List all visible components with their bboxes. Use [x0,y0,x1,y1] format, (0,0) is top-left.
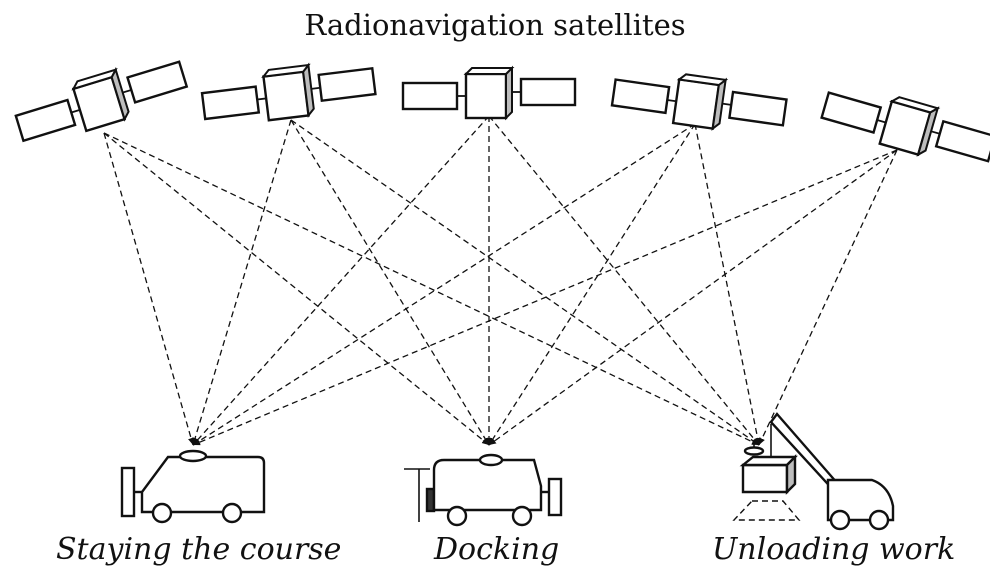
wheel [868,509,890,531]
signal-lines [103,115,898,446]
signal-line [103,132,490,446]
wheel [221,502,243,524]
signal-line [488,123,696,446]
signal-line [290,119,490,446]
wheel [151,502,173,524]
signal-line [103,132,760,446]
caption-docking: Docking [434,532,560,567]
signal-line [192,119,292,446]
signal-line [192,123,696,446]
signal-line [192,149,898,446]
wheel [829,509,851,531]
signal-line [192,115,490,446]
diagram-title: Radionavigation satellites [304,8,686,42]
vehicle-unloading [732,412,895,531]
drop-zone [732,500,801,521]
signal-line [103,132,195,446]
caption-staying-course: Staying the course [56,532,342,567]
wheel [511,505,533,527]
signal-line [290,119,760,446]
signal-line [758,149,898,446]
satellite-3 [401,66,577,120]
antenna-dome [178,449,208,463]
caption-unloading-work: Unloading work [712,532,956,567]
satellite-2 [199,56,379,130]
antenna-dome [743,446,765,456]
satellite-4 [609,63,790,140]
satellite-1 [10,50,192,151]
signal-line [694,123,761,446]
wheel [446,505,468,527]
signal-line [488,115,760,446]
antenna-dome [478,453,504,467]
satellite-5 [817,77,990,175]
signal-line [488,149,898,446]
vehicle-docking [404,453,563,527]
vehicle-course [120,449,266,524]
